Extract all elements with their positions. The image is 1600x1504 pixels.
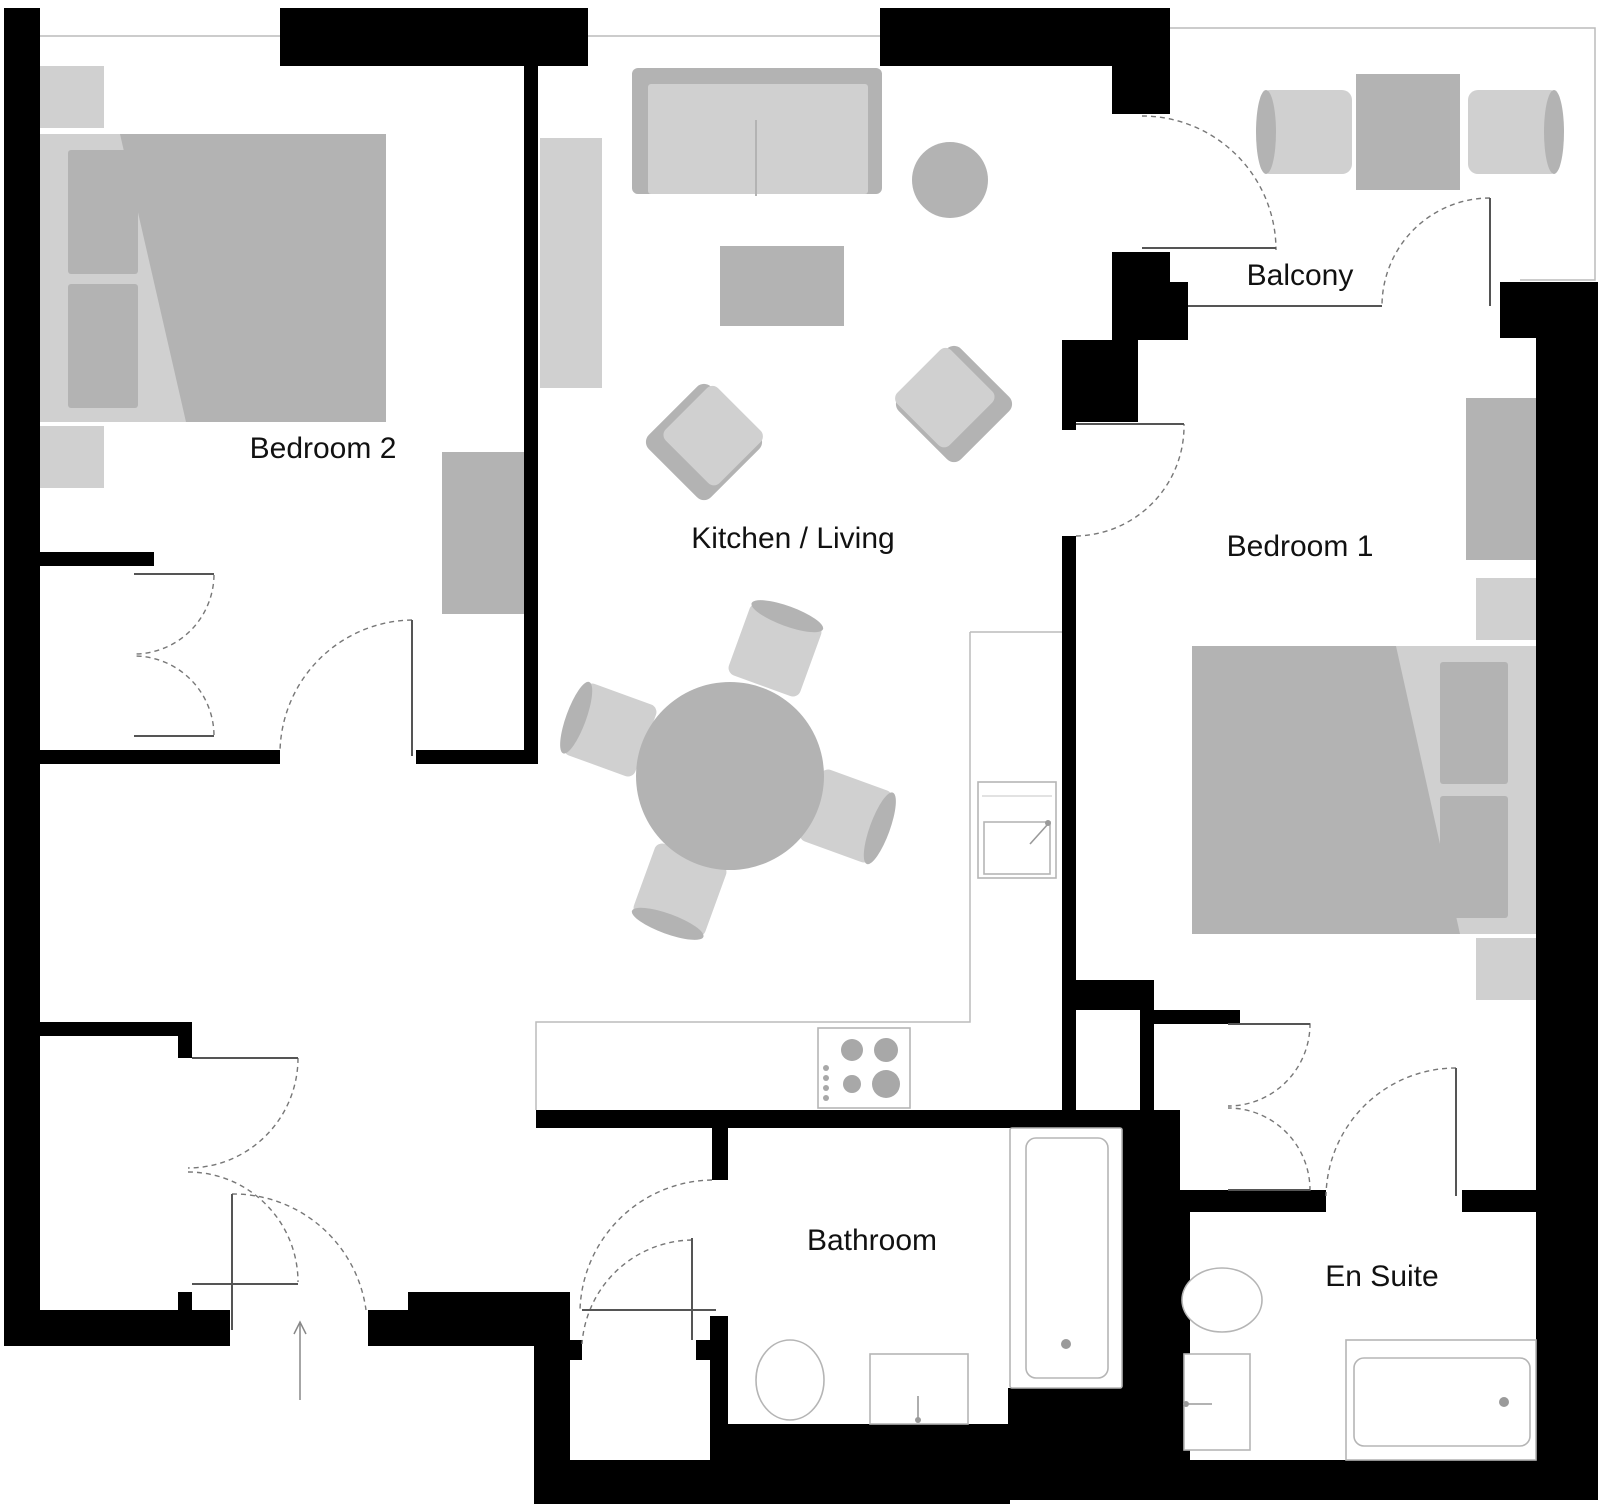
room-label-kitchen-living: Kitchen / Living [691,522,894,555]
room-label-bedroom-1: Bedroom 1 [1227,530,1374,563]
room-label-en-suite: En Suite [1325,1260,1438,1293]
room-label-bathroom: Bathroom [807,1224,937,1257]
room-label-balcony: Balcony [1247,259,1354,292]
walls [4,8,1598,1504]
doors [133,115,1491,1400]
room-label-bedroom-2: Bedroom 2 [250,432,397,465]
room-labels: Bedroom 2 Kitchen / Living Balcony Bedro… [250,259,1439,1293]
furniture [40,66,1564,1461]
